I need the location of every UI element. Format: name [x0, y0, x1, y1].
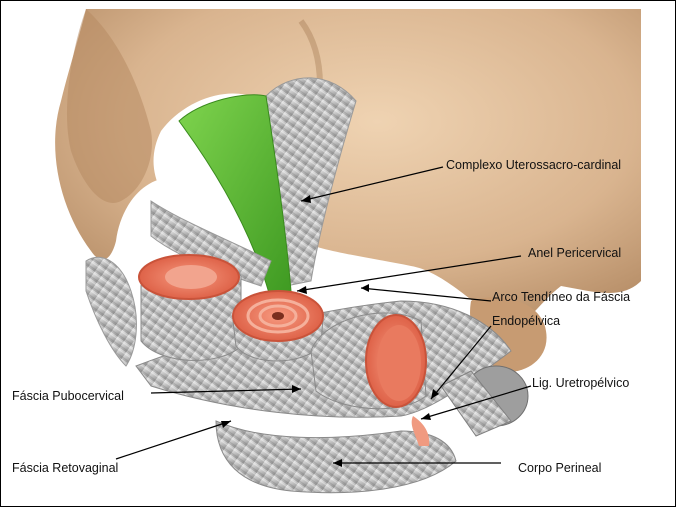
label-anel-pericervical: Anel Pericervical: [528, 246, 621, 260]
left-lateral-band: [86, 257, 136, 366]
arrowhead-arco: [361, 284, 369, 292]
label-arco-line1: Arco Tendíneo da Fáscia: [492, 290, 630, 304]
label-uretropelvico: Lig. Uretropélvico: [532, 376, 629, 390]
label-arco-line2: Endopélvica: [492, 314, 560, 328]
label-corpo-perineal: Corpo Perineal: [518, 461, 601, 475]
arrowhead-uretropelvico: [421, 413, 431, 420]
label-uterossacro: Complexo Uterossacro-cardinal: [446, 158, 621, 172]
urethra-lumen: [165, 265, 217, 289]
rectum-lumen: [377, 325, 421, 401]
label-pubocervical: Fáscia Pubocervical: [12, 389, 124, 403]
label-retovaginal: Fáscia Retovaginal: [12, 461, 118, 475]
pointer-retovaginal: [116, 421, 231, 459]
cervix-os: [272, 312, 284, 320]
